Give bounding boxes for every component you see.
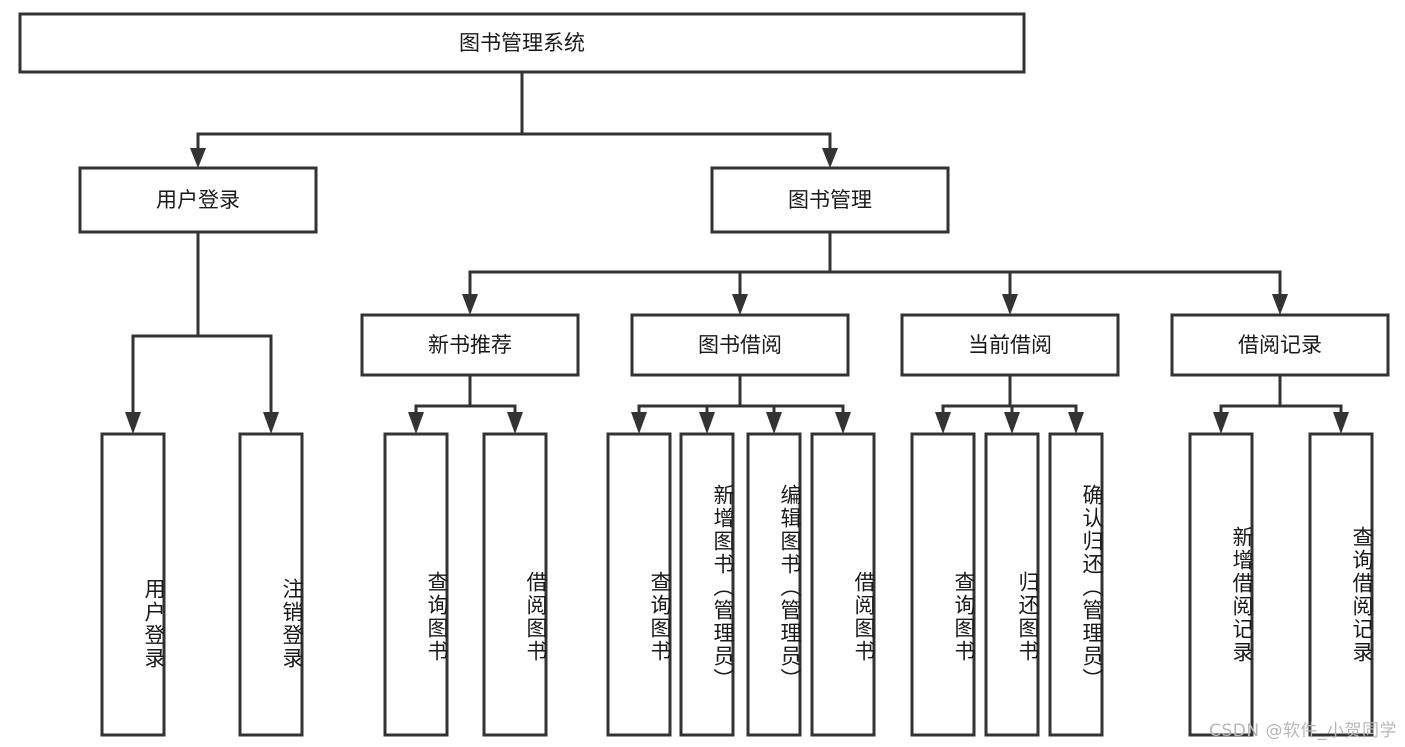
node-book-management-label: 图书管理: [788, 188, 872, 212]
node-current-borrow[interactable]: 当前借阅: [900, 313, 1120, 377]
leaf-box-logout-login[interactable]: [238, 432, 304, 737]
connector-bookborrow-to-leaves: [631, 373, 851, 434]
leaf-box-user-login[interactable]: [100, 432, 166, 737]
arrow-head-icon: [732, 294, 748, 315]
leaf-box-borrow-book-1[interactable]: [482, 432, 548, 737]
arrow-head-icon: [462, 294, 478, 315]
node-new-book-recommend-label: 新书推荐: [428, 333, 512, 357]
connector-newbook-to-leaves: [408, 373, 523, 434]
arrow-head-icon: [1272, 294, 1288, 315]
arrow-head-icon: [507, 412, 523, 434]
connector-userlogin-to-leaves: [125, 230, 279, 434]
node-borrow-record-box[interactable]: [1170, 313, 1390, 377]
node-user-login[interactable]: 用户登录: [78, 166, 318, 234]
leaf-box-query-book-1[interactable]: [383, 432, 449, 737]
node-book-borrow[interactable]: 图书借阅: [630, 313, 850, 377]
leaf-box-return-book[interactable]: [984, 432, 1040, 737]
node-book-borrow-box[interactable]: [630, 313, 850, 377]
connector-currentborrow-to-leaves: [935, 373, 1084, 434]
node-current-borrow-label: 当前借阅: [968, 333, 1052, 357]
arrow-head-icon: [1004, 412, 1020, 434]
leaf-box-query-book-2[interactable]: [606, 432, 672, 737]
connector-bookmgmt-to-level3: [462, 230, 1288, 315]
arrow-head-icon: [1213, 412, 1229, 434]
arrow-head-icon: [408, 412, 424, 434]
node-root[interactable]: 图书管理系统: [18, 12, 1026, 74]
arrow-head-icon: [190, 148, 206, 168]
node-user-login-label: 用户登录: [156, 188, 240, 212]
leaf-box-add-book-admin[interactable]: [679, 432, 735, 737]
arrow-head-icon: [835, 412, 851, 434]
arrow-head-icon: [125, 412, 141, 434]
node-user-login-box[interactable]: [78, 166, 318, 234]
node-root-label: 图书管理系统: [459, 31, 585, 55]
arrow-head-icon: [1068, 412, 1084, 434]
arrow-head-icon: [766, 412, 782, 434]
leaf-box-borrow-book-2[interactable]: [810, 432, 876, 737]
connector-root-to-level2: [190, 70, 838, 168]
connector-borrowrecord-to-leaves: [1213, 373, 1349, 434]
arrow-head-icon: [631, 412, 647, 434]
node-book-management[interactable]: 图书管理: [710, 166, 950, 234]
leaf-boxes-group: [100, 432, 1374, 737]
leaf-box-confirm-return[interactable]: [1048, 432, 1104, 737]
arrow-head-icon: [699, 412, 715, 434]
node-book-borrow-label: 图书借阅: [698, 333, 782, 357]
node-root-box[interactable]: [18, 12, 1026, 74]
arrow-head-icon: [263, 412, 279, 434]
node-new-book-recommend[interactable]: 新书推荐: [360, 313, 580, 377]
node-borrow-record-label: 借阅记录: [1238, 333, 1322, 357]
leaf-box-query-borrow-record[interactable]: [1308, 432, 1374, 737]
node-current-borrow-box[interactable]: [900, 313, 1120, 377]
node-new-book-recommend-box[interactable]: [360, 313, 580, 377]
arrow-head-icon: [1333, 412, 1349, 434]
leaf-box-query-book-3[interactable]: [910, 432, 976, 737]
leaf-box-add-borrow-record[interactable]: [1188, 432, 1254, 737]
node-borrow-record[interactable]: 借阅记录: [1170, 313, 1390, 377]
arrow-head-icon: [1002, 294, 1018, 315]
node-book-management-box[interactable]: [710, 166, 950, 234]
arrow-head-icon: [822, 148, 838, 168]
leaf-box-edit-book-admin[interactable]: [746, 432, 802, 737]
arrow-head-icon: [935, 412, 951, 434]
watermark-text: CSDN @软件_小贺同学: [1209, 721, 1397, 741]
